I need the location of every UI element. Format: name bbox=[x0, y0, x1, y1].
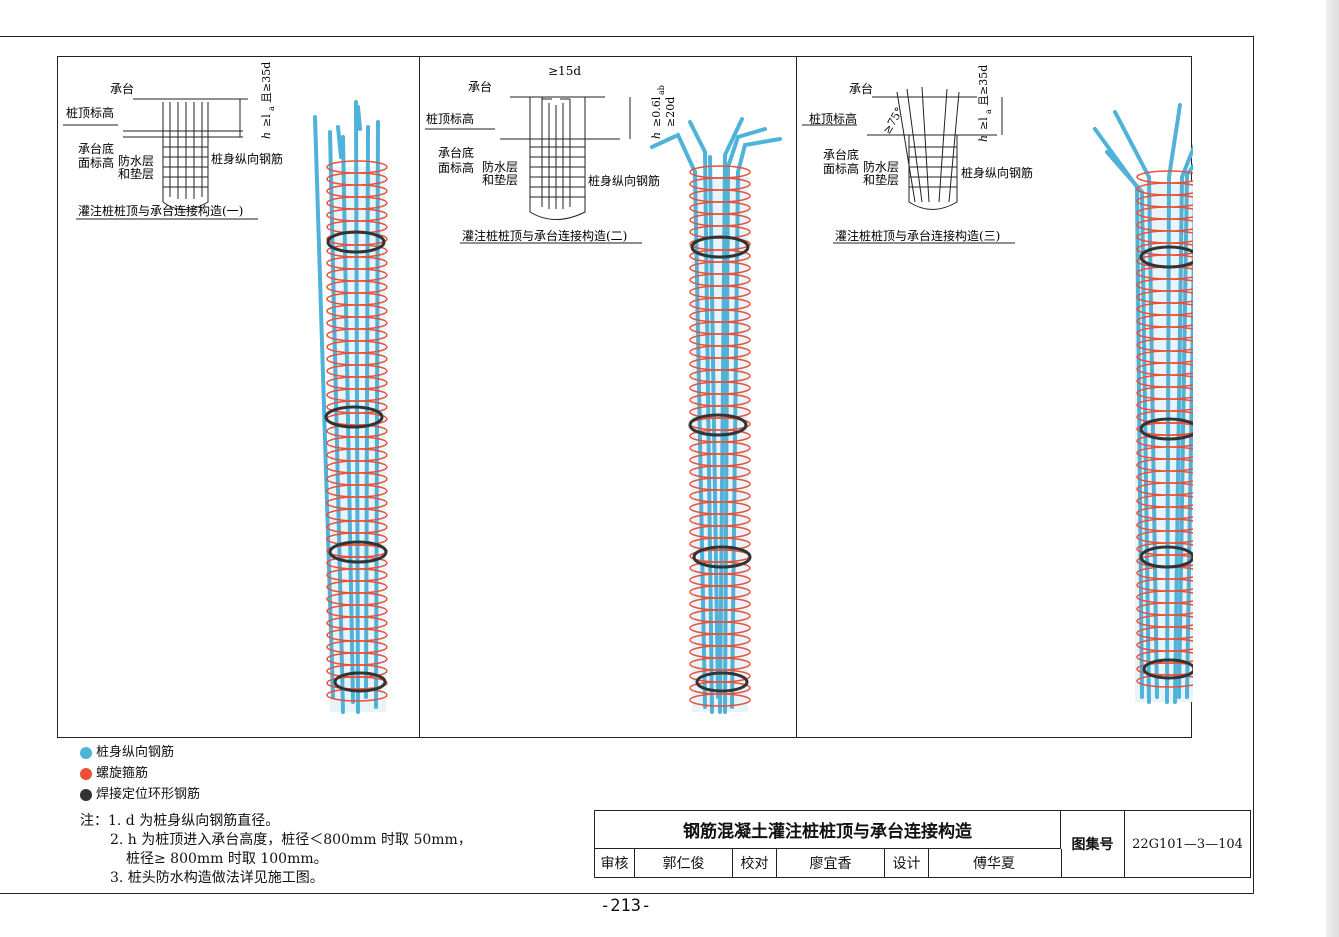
title-block: 钢筋混凝土灌注桩桩顶与承台连接构造 图集号 22G101—3—104 审核 郭仁… bbox=[594, 810, 1251, 878]
dim-20d: ≥20d bbox=[664, 97, 677, 127]
label-cap: 承台 bbox=[110, 81, 134, 96]
dim-h: h bbox=[260, 132, 273, 139]
label-pile-top: 桩顶标高 bbox=[66, 105, 114, 120]
label-cap-bottom: 承台底 bbox=[823, 147, 859, 162]
legend-dot bbox=[80, 746, 92, 759]
dim-06lab: ≥0.6l bbox=[650, 96, 663, 127]
reviewer-name: 郭仁俊 bbox=[635, 849, 733, 877]
note-item: 3. 桩头防水构造做法详见施工图。 bbox=[110, 870, 324, 886]
label-cap-bottom-2: 面标高 bbox=[78, 155, 114, 170]
dim-35d: 且≥35d bbox=[977, 65, 990, 106]
dim-la: ≥l bbox=[977, 117, 990, 130]
dim-la-sub: a bbox=[984, 109, 993, 114]
legend-item: 焊接定位环形钢筋 bbox=[80, 784, 200, 805]
atlas-number: 22G101—3—104 bbox=[1132, 836, 1243, 852]
panel-divider bbox=[796, 57, 797, 737]
review-label: 审核 bbox=[595, 849, 635, 877]
legend-label: 螺旋箍筋 bbox=[96, 766, 149, 781]
page-edge bbox=[1326, 0, 1339, 937]
label-cap-bottom: 承台底 bbox=[438, 145, 474, 160]
notes-prefix: 注： bbox=[80, 813, 108, 829]
note-item: 2. h 为桩顶进入承台高度，桩径＜800mm 时取 50mm， bbox=[110, 832, 472, 848]
notes: 注：1. d 为桩身纵向钢筋直径。 2. h 为桩顶进入承台高度，桩径＜800m… bbox=[80, 812, 472, 888]
legend: 桩身纵向钢筋 螺旋箍筋 焊接定位环形钢筋 bbox=[80, 742, 200, 805]
caption-2: 灌注桩桩顶与承台连接构造(二) bbox=[462, 228, 627, 243]
rebar-cage-1 bbox=[313, 100, 388, 714]
label-cap: 承台 bbox=[468, 79, 492, 94]
rebar-cage-2 bbox=[650, 117, 782, 714]
panel-1: 承台 桩顶标高 承台底 面标高 防水层 和垫层 桩身纵向钢筋 h ≥l a 且≥… bbox=[58, 57, 419, 737]
figure-panels: 承台 桩顶标高 承台底 面标高 防水层 和垫层 桩身纵向钢筋 h ≥l a 且≥… bbox=[57, 56, 1239, 738]
design-label: 设计 bbox=[885, 849, 929, 877]
panel-divider bbox=[419, 57, 420, 737]
atlas-label: 图集号 bbox=[1061, 811, 1125, 877]
detail-diagram-3: 承台 桩顶标高 承台底 面标高 防水层 和垫层 桩身纵向钢筋 ≥75° h ≥l… bbox=[802, 65, 1239, 704]
dim-06lab-sub: ab bbox=[657, 85, 666, 95]
designer-name: 傅华夏 bbox=[973, 856, 1015, 872]
label-waterproof-2: 和垫层 bbox=[118, 166, 154, 181]
label-cap: 承台 bbox=[849, 81, 873, 96]
label-pile-top: 桩顶标高 bbox=[809, 111, 857, 126]
panel-3: 承台 桩顶标高 承台底 面标高 防水层 和垫层 桩身纵向钢筋 ≥75° h ≥l… bbox=[797, 57, 1239, 737]
signature-row: 审核 郭仁俊 校对 廖宜香 设计 傅华夏 bbox=[595, 849, 1062, 877]
caption-3: 灌注桩桩顶与承台连接构造(三) bbox=[835, 228, 1000, 243]
legend-dot bbox=[80, 767, 92, 780]
note-item: 1. d 为桩身纵向钢筋直径。 bbox=[108, 813, 280, 829]
legend-item: 桩身纵向钢筋 bbox=[80, 742, 200, 763]
label-long-bar: 桩身纵向钢筋 bbox=[961, 165, 1033, 180]
dim-h: h bbox=[977, 135, 990, 142]
page-number: -213- bbox=[600, 896, 652, 916]
label-long-bar: 桩身纵向钢筋 bbox=[211, 151, 283, 166]
checker-name: 廖宜香 bbox=[777, 849, 885, 877]
label-cap-bottom-2: 面标高 bbox=[823, 161, 859, 176]
check-label: 校对 bbox=[733, 849, 777, 877]
caption-1: 灌注桩桩顶与承台连接构造(一) bbox=[78, 203, 243, 218]
dim-35d: 且≥35d bbox=[260, 62, 273, 103]
legend-item: 螺旋箍筋 bbox=[80, 763, 200, 784]
legend-label: 桩身纵向钢筋 bbox=[96, 745, 175, 760]
label-waterproof: 防水层 bbox=[863, 159, 899, 174]
dim-h: h bbox=[650, 132, 663, 139]
detail-diagram-2: ≥15d 承台 桩顶标高 承台底 面标高 防水层 和垫层 桩身纵向钢筋 h ≥0… bbox=[425, 64, 782, 714]
spiral-hoop bbox=[326, 688, 388, 702]
label-cap-bottom-2: 面标高 bbox=[438, 160, 474, 175]
label-waterproof-2: 和垫层 bbox=[482, 172, 518, 187]
legend-label: 焊接定位环形钢筋 bbox=[96, 787, 201, 802]
spiral-hoop bbox=[689, 693, 751, 707]
label-waterproof: 防水层 bbox=[118, 153, 154, 168]
dim-la-sub: a bbox=[267, 106, 276, 111]
panel-2: ≥15d 承台 桩顶标高 承台底 面标高 防水层 和垫层 桩身纵向钢筋 h ≥0… bbox=[420, 57, 796, 737]
label-waterproof-2: 和垫层 bbox=[863, 172, 899, 187]
label-long-bar: 桩身纵向钢筋 bbox=[588, 173, 660, 188]
spiral-hoop bbox=[689, 165, 751, 179]
dim-la: ≥l bbox=[260, 114, 273, 127]
legend-dot bbox=[80, 788, 92, 801]
label-pile-top: 桩顶标高 bbox=[426, 111, 474, 126]
label-cap-bottom: 承台底 bbox=[78, 141, 114, 156]
detail-diagram-1: 承台 桩顶标高 承台底 面标高 防水层 和垫层 桩身纵向钢筋 h ≥l a 且≥… bbox=[63, 62, 388, 714]
note-item: 桩径≥ 800mm 时取 100mm。 bbox=[126, 851, 328, 867]
page-frame bbox=[0, 36, 1254, 894]
label-hook: ≥15d bbox=[548, 64, 581, 78]
drawing-title: 钢筋混凝土灌注桩桩顶与承台连接构造 bbox=[595, 811, 1061, 849]
label-waterproof: 防水层 bbox=[482, 159, 518, 174]
rebar-cage-3 bbox=[1093, 103, 1239, 704]
